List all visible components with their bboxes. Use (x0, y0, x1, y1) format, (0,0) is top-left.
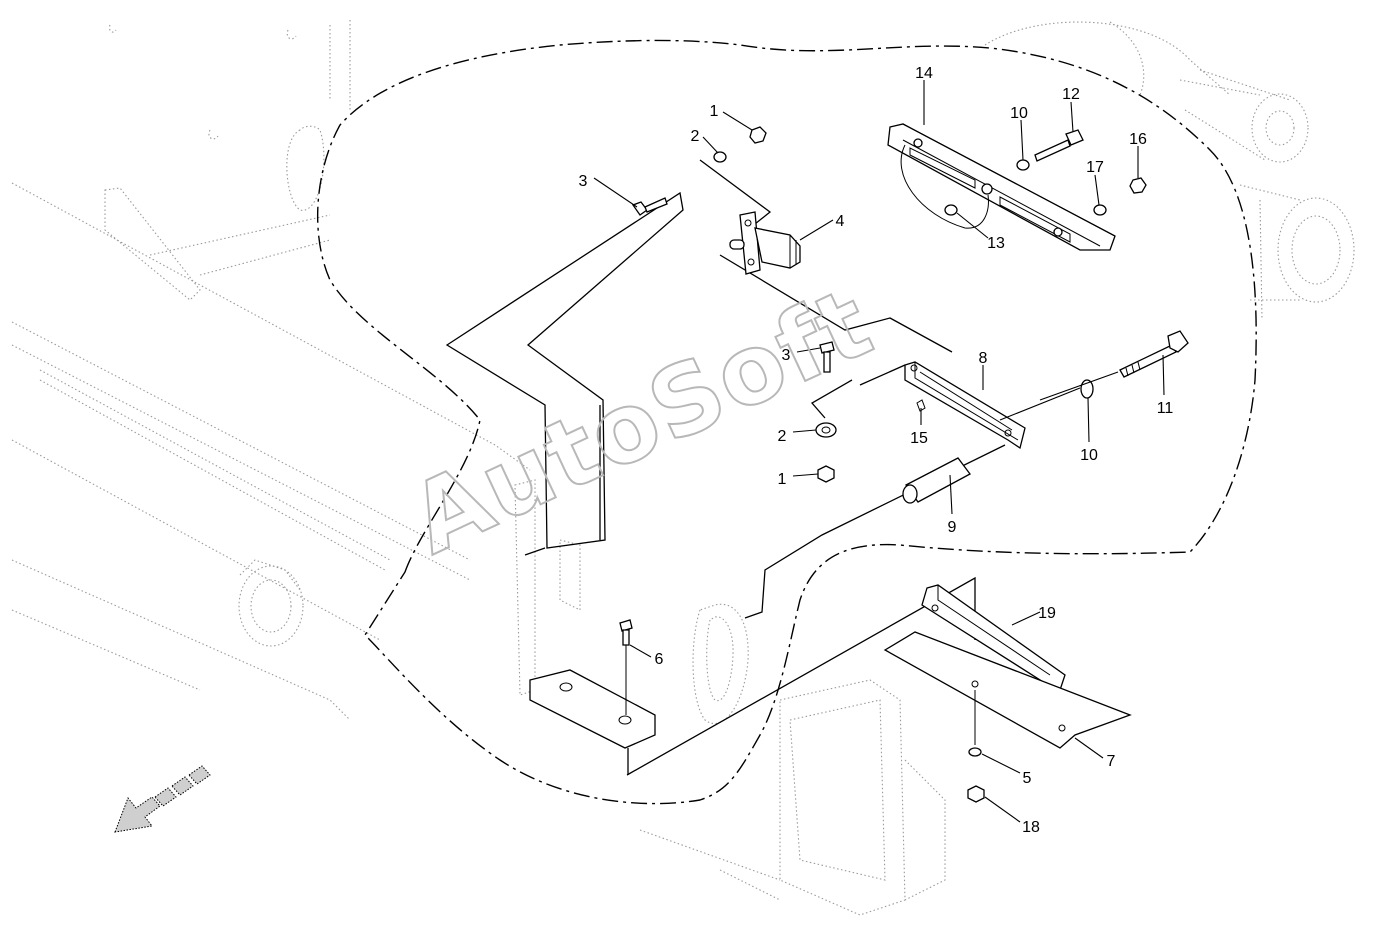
middle-assembly (815, 330, 1189, 504)
callout-c10a: 10 (1010, 105, 1028, 122)
callout-c2a: 2 (691, 128, 700, 145)
direction-arrow-icon (114, 765, 211, 833)
callout-c7: 7 (1107, 753, 1116, 770)
callout-c8: 8 (979, 350, 988, 367)
callout-c17: 17 (1086, 159, 1104, 176)
callout-c18: 18 (1022, 819, 1040, 836)
callout-c1b: 1 (778, 471, 787, 488)
callout-c12: 12 (1062, 86, 1080, 103)
top-fasteners (631, 126, 767, 216)
callout-c14: 14 (915, 65, 933, 82)
leader-lines (593, 80, 1165, 823)
callout-c1a: 1 (710, 103, 719, 120)
mounting-bracket (445, 159, 1006, 776)
callout-c3a: 3 (579, 173, 588, 190)
callout-c15: 15 (910, 430, 928, 447)
callout-c19: 19 (1038, 605, 1056, 622)
callout-c4: 4 (836, 213, 845, 230)
callout-c11: 11 (1157, 400, 1174, 417)
callout-c10b: 10 (1080, 447, 1098, 464)
callout-c13: 13 (987, 235, 1005, 252)
plate-part-14 (887, 123, 1147, 251)
sensor-part-4 (729, 211, 801, 275)
background-frame (11, 20, 1355, 916)
callout-c2b: 2 (778, 428, 787, 445)
callout-c16: 16 (1129, 131, 1147, 148)
channel-bracket (529, 619, 656, 749)
assembly-boundary (317, 39, 1257, 805)
callout-c3b: 3 (782, 347, 791, 364)
callout-c9: 9 (948, 519, 957, 536)
callout-c6: 6 (655, 651, 664, 668)
lower-plates (883, 584, 1132, 803)
watermark-text: AutoSoft (394, 266, 888, 576)
callout-c5: 5 (1023, 770, 1032, 787)
